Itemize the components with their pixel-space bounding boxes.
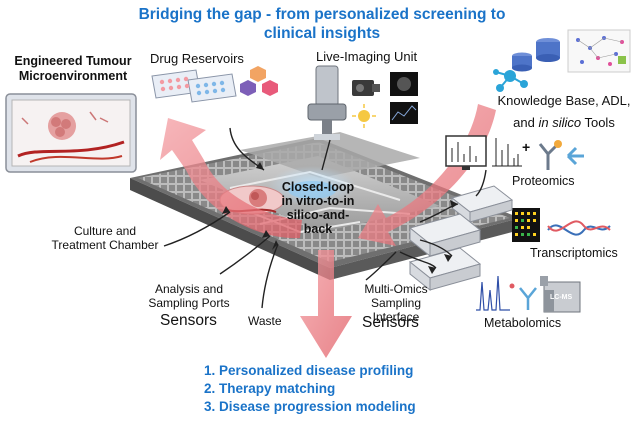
antibody-icon-small [519,287,537,310]
sensors-right-label: Sensors [362,314,419,331]
imaging-monitor-icon [390,72,418,124]
closed-loop-line-2: in vitro-to-in [281,194,355,208]
culture-chamber-label: Culture and Treatment Chamber [40,224,170,252]
knowledge-line-2: and in silico Tools [486,112,642,134]
title-line-2: clinical insights [263,25,381,42]
tme-box [5,93,137,173]
outcomes-list: 1. Personalized disease profiling 2. The… [204,362,416,416]
closed-loop-line-1: Closed-loop [281,180,355,194]
metabolomics-label: Metabolomics [484,316,562,330]
output-arrow-down [300,250,352,358]
imaging-chamber [288,181,336,199]
feedback-arrow-left [160,118,302,239]
multi-omics-label: Multi-Omics Sampling Interface [346,282,446,324]
microscope-icon [307,65,347,140]
outcome-item-3: 3. Disease progression modeling [204,399,416,414]
sampling-cartridges [408,185,514,292]
ms-spectrum-icon [492,138,522,167]
pathway-map-icon [567,29,631,73]
knowledge-in-silico: in silico [538,115,582,130]
outcome-item-1: 1. Personalized disease profiling [204,363,414,378]
analysis-ports-label: Analysis and Sampling Ports [146,282,232,310]
lcms-instrument-icon [540,276,581,313]
culture-line-1: Culture and [73,224,137,238]
closed-loop-line-3: silico-and- [286,208,350,222]
outcome-item-2: 2. Therapy matching [204,381,336,396]
closed-loop-line-4: back [303,222,333,236]
antibody-icon [538,140,584,170]
lcms-label: LC-MS [550,294,573,301]
closed-loop-label: Closed-loop in vitro-to-in silico-and- b… [270,180,366,236]
database-icon [512,38,560,72]
camera-icon [352,80,380,96]
culture-line-2: Treatment Chamber [51,238,159,252]
knowledge-tools: Tools [581,115,615,130]
tme-label-line-2: Microenvironment [18,69,128,83]
multiomics-line-2: Sampling Interface [370,296,422,324]
pointer-arrowheads [222,162,458,274]
dna-icon [547,220,611,236]
tme-label-line-1: Engineered Tumour [14,54,132,68]
proteomics-label: Proteomics [512,174,575,188]
figure-title: Bridging the gap - from personalized scr… [0,5,644,43]
petri-plate-icon [151,69,237,103]
live-imaging-label: Live-Imaging Unit [316,49,418,64]
multiomics-line-1: Multi-Omics [364,282,428,296]
knowledge-base-label: Knowledge Base, ADL, and in silico Tools [486,90,642,134]
analysis-line-2: Sampling Ports [148,296,230,310]
tme-label: Engineered Tumour Microenvironment [8,54,138,84]
connection-lines [163,127,487,309]
knowledge-and: and [513,115,539,130]
transcriptomics-label: Transcriptomics [530,246,618,260]
spectrum-icon [476,275,515,311]
gene-array-icon [512,208,540,242]
waste-label: Waste [248,314,282,328]
monitor-chart-icon [445,135,487,170]
hexagon-molecule-icon [240,66,278,96]
drug-reservoirs-label: Drug Reservoirs [150,51,244,66]
network-icon [493,69,528,92]
sensors-left-label: Sensors [160,312,217,329]
sun-icon [352,104,376,128]
knowledge-line-1: Knowledge Base, ADL, [497,93,631,108]
analysis-line-1: Analysis and [154,282,224,296]
plus-sign: + [522,139,530,155]
title-line-1: Bridging the gap - from personalized scr… [138,6,506,23]
feedback-arrow-right [358,104,496,246]
